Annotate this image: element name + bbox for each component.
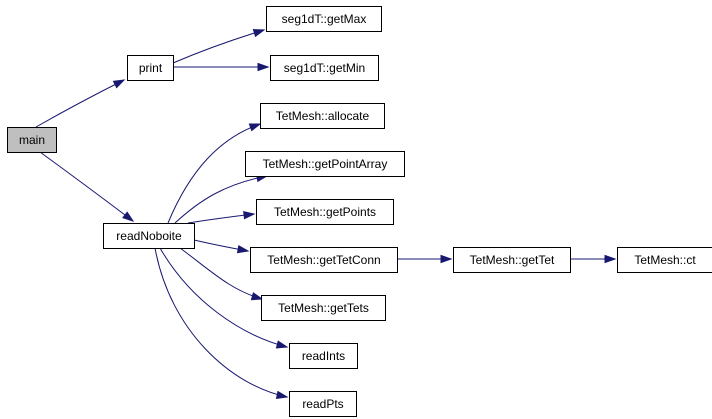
node-box xyxy=(256,199,394,225)
node-box xyxy=(617,247,712,273)
edge-line xyxy=(39,151,134,222)
node-box xyxy=(289,343,358,369)
node-readpts[interactable]: readPts xyxy=(289,391,357,417)
edge-print-to-getmin xyxy=(173,62,270,72)
node-label: readPts xyxy=(302,397,343,411)
edge-readnoboite-to-getpoints xyxy=(187,211,256,224)
edge-print-to-getmax xyxy=(172,29,266,64)
edge-main-to-print xyxy=(35,79,126,128)
arrowhead xyxy=(252,29,266,38)
node-label: TetMesh::getPoints xyxy=(274,205,376,219)
arrowhead xyxy=(248,123,262,132)
node-label: seg1dT::getMin xyxy=(284,61,365,75)
edges-layer xyxy=(35,29,617,399)
node-readints[interactable]: readInts xyxy=(289,343,358,369)
node-label: seg1dT::getMax xyxy=(282,12,367,26)
node-ct[interactable]: TetMesh::ct xyxy=(617,247,712,273)
arrowhead xyxy=(112,79,126,89)
node-box xyxy=(266,6,382,32)
node-box xyxy=(270,55,379,81)
node-label: readInts xyxy=(302,349,345,363)
edge-readnoboite-to-gettetconn xyxy=(193,239,250,254)
edge-line xyxy=(154,247,288,398)
node-getmax[interactable]: seg1dT::getMax xyxy=(266,6,382,32)
node-label: TetMesh::allocate xyxy=(276,109,370,123)
arrowhead xyxy=(257,62,270,72)
edge-main-to-readnoboite xyxy=(39,151,135,222)
edge-readnoboite-to-allocate xyxy=(167,123,262,224)
arrowhead xyxy=(275,390,289,399)
arrowhead xyxy=(250,292,264,301)
arrowhead xyxy=(440,254,453,264)
node-box xyxy=(127,55,174,81)
edge-readnoboite-to-readpts xyxy=(154,247,289,399)
node-box xyxy=(103,223,195,249)
node-getmin[interactable]: seg1dT::getMin xyxy=(270,55,379,81)
node-box xyxy=(261,295,386,321)
arrowhead xyxy=(604,254,617,264)
edge-readnoboite-to-readints xyxy=(159,247,289,349)
edge-gettet-to-ct xyxy=(570,254,617,264)
node-allocate[interactable]: TetMesh::allocate xyxy=(260,103,385,129)
arrowhead xyxy=(122,211,135,222)
node-box xyxy=(7,127,57,153)
node-label: print xyxy=(139,61,163,75)
edge-line xyxy=(167,123,261,224)
node-gettetconn[interactable]: TetMesh::getTetConn xyxy=(250,247,398,273)
edge-line xyxy=(174,175,268,224)
node-print[interactable]: print xyxy=(127,55,174,81)
node-readnoboite[interactable]: readNoboite xyxy=(103,223,195,249)
arrowhead xyxy=(275,340,289,349)
edge-line xyxy=(35,79,125,128)
edge-readnoboite-to-getpointarray xyxy=(174,173,269,224)
node-label: TetMesh::getTet xyxy=(470,253,555,267)
node-box xyxy=(245,151,405,177)
node-getpointarray[interactable]: TetMesh::getPointArray xyxy=(245,151,405,177)
node-label: TetMesh::getPointArray xyxy=(263,157,388,171)
node-main[interactable]: main xyxy=(7,127,57,153)
node-box xyxy=(250,247,398,273)
nodes-layer: main print seg1dT::getMaxseg1dT::getMinrea… xyxy=(7,6,712,417)
node-label: main xyxy=(19,133,45,147)
node-label: TetMesh::getTets xyxy=(278,301,369,315)
edge-readnoboite-to-gettets xyxy=(179,247,264,301)
arrowhead xyxy=(236,245,250,254)
node-box xyxy=(289,391,357,417)
node-label: readNoboite xyxy=(116,229,182,243)
node-getpoints[interactable]: TetMesh::getPoints xyxy=(256,199,394,225)
node-box xyxy=(260,103,385,129)
node-label: TetMesh::getTetConn xyxy=(267,253,380,267)
node-label: TetMesh::ct xyxy=(634,253,696,267)
node-gettet[interactable]: TetMesh::getTet xyxy=(453,247,571,273)
node-box xyxy=(453,247,571,273)
arrowhead xyxy=(243,211,256,220)
node-gettets[interactable]: TetMesh::getTets xyxy=(261,295,386,321)
edge-line xyxy=(172,29,265,64)
edge-line xyxy=(159,247,288,348)
edge-gettetconn-to-gettet xyxy=(397,254,453,264)
